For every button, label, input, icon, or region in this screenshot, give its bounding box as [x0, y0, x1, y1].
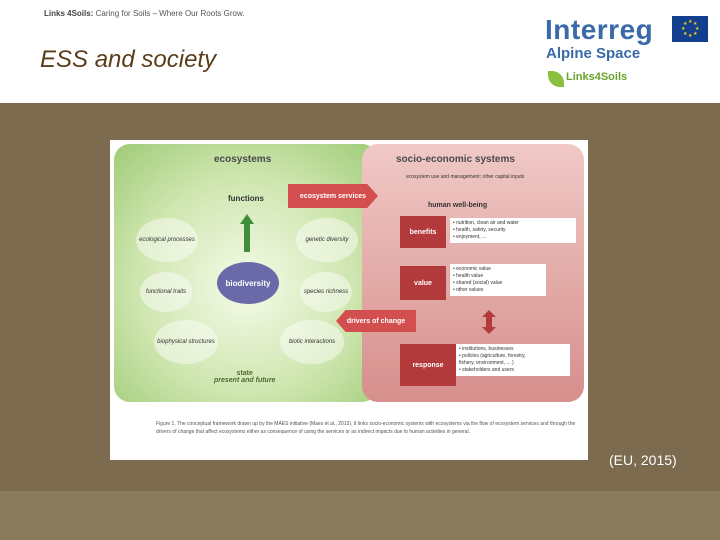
double-arrow-icon — [482, 310, 496, 334]
figure-caption: Figure 1. The conceptual framework drawn… — [156, 421, 576, 435]
node-genetic-diversity: genetic diversity — [296, 218, 358, 262]
slide-title: ESS and society — [40, 46, 217, 73]
value-item: • health value — [453, 273, 484, 279]
maes-framework-figure: ecosystems functions ecological processe… — [110, 140, 588, 460]
ecosystem-services-arrow: ecosystem services — [288, 184, 378, 208]
value-item: • economic value — [453, 266, 491, 272]
header: Links 4Soils: Caring for Soils – Where O… — [0, 0, 720, 103]
response-item: • institutions, businesses — [459, 346, 514, 352]
node-biophysical-structures: biophysical structures — [154, 320, 218, 364]
response-item: fishery, environment, ... ) — [459, 360, 514, 366]
tagline-text: Caring for Soils – Where Our Roots Grow. — [95, 9, 245, 18]
leaf-icon — [548, 71, 564, 87]
value-item: • shared (social) value — [453, 280, 503, 286]
node-functional-traits: functional traits — [140, 272, 192, 312]
value-item: • other values — [453, 287, 484, 293]
node-biotic-interactions: biotic interactions — [280, 320, 344, 364]
state-subtitle: present and future — [214, 377, 276, 384]
ecosystems-title: ecosystems — [214, 154, 272, 165]
socio-title: socio-economic systems — [396, 154, 515, 165]
citation: (EU, 2015) — [609, 452, 677, 468]
links4soils-logo: Links4Soils — [548, 69, 668, 99]
interreg-logo: Interreg — [545, 14, 654, 45]
state-title: state — [236, 370, 253, 377]
links4soils-label: Links4Soils — [566, 71, 628, 83]
functions-label: functions — [228, 194, 264, 203]
footer-band — [0, 491, 720, 540]
benefits-list: • nutrition, clean air and water • healt… — [450, 218, 576, 243]
ecosystems-panel: ecosystems functions ecological processe… — [114, 144, 378, 402]
alpine-space-logo: Alpine Space — [546, 45, 641, 62]
response-item: • stakeholders and users — [459, 367, 514, 373]
response-box: response — [400, 344, 456, 386]
state-label: state present and future — [214, 370, 275, 384]
benefits-box: benefits — [400, 216, 446, 248]
benefits-item: • health, safety, security — [453, 227, 506, 233]
value-list: • economic value • health value • shared… — [450, 264, 546, 296]
value-box: value — [400, 266, 446, 300]
socio-header-text: ecosystem use and management; other capi… — [406, 174, 525, 180]
benefits-item: • nutrition, clean air and water — [453, 220, 519, 226]
drivers-of-change-arrow: drivers of change — [336, 310, 416, 332]
functions-arrow-icon — [240, 214, 254, 252]
tagline: Links 4Soils: Caring for Soils – Where O… — [44, 9, 245, 18]
node-species-richness: species richness — [300, 272, 352, 312]
response-item: • policies (agriculture, forestry, — [459, 353, 526, 359]
tagline-brand: Links 4Soils: — [44, 9, 94, 18]
response-list: • institutions, businesses • policies (a… — [456, 344, 570, 376]
node-ecological-processes: ecological processes — [136, 218, 198, 262]
eu-flag-icon: ★★ ★★ ★★ ★★ — [672, 16, 708, 42]
biodiversity-node: biodiversity — [217, 262, 279, 304]
benefits-item: • enjoyment, ... — [453, 234, 487, 240]
human-wellbeing-label: human well-being — [428, 202, 488, 209]
